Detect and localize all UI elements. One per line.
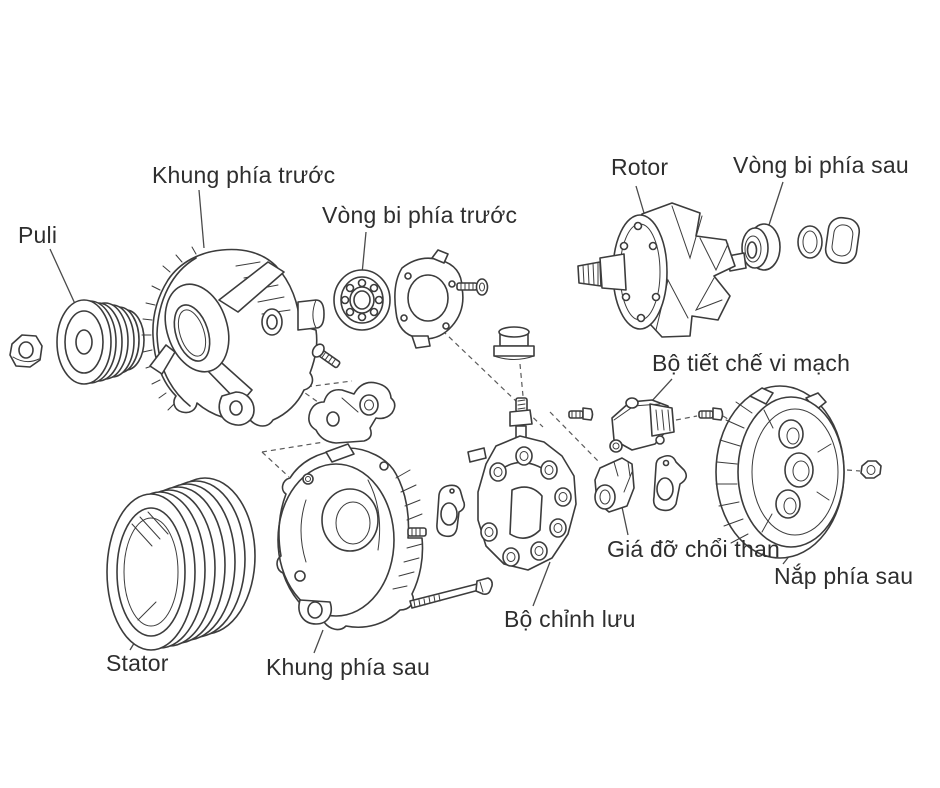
rear-bearing-drawing [741, 223, 781, 271]
label-front-frame: Khung phía trước [152, 162, 336, 188]
label-regulator: Bộ tiết chế vi mạch [652, 350, 851, 376]
label-rear-frame: Khung phía sau [266, 654, 430, 680]
brush-gasket-drawing [652, 454, 688, 512]
front-bearing-drawing [333, 269, 391, 331]
leader-rear-bearing [767, 181, 784, 229]
rotor-drawing [577, 202, 747, 338]
leader-brush-holder [621, 506, 629, 536]
rear-cover-drawing [715, 385, 845, 559]
regulator-drawing [609, 397, 675, 453]
stator-drawing [106, 477, 256, 651]
pulley-nut-drawing [9, 334, 43, 368]
rear-ring-drawing [797, 225, 823, 259]
label-brush-holder: Giá đỡ chổi than [607, 536, 780, 562]
bracket-screw-drawing [311, 343, 341, 369]
label-front-bearing: Vòng bi phía trước [322, 202, 518, 228]
front-frame-drawing [141, 246, 325, 427]
regulator-screw-right-drawing [698, 407, 724, 421]
label-rear-cover: Nắp phía sau [774, 563, 914, 589]
end-cap-drawing [824, 216, 861, 264]
brush-holder-drawing [594, 457, 635, 513]
regulator-screw-left-drawing [568, 407, 594, 421]
rectifier-gasket-drawing [436, 484, 466, 538]
through-bolt-drawing [409, 577, 493, 609]
label-rectifier: Bộ chỉnh lưu [504, 606, 636, 632]
rectifier-drawing [467, 397, 577, 571]
label-rotor: Rotor [611, 154, 669, 180]
pulley-drawing [56, 299, 145, 385]
leader-front-bearing [361, 231, 367, 275]
bearing-retainer-drawing [394, 249, 464, 349]
front-screw-drawing [456, 278, 489, 296]
label-stator: Stator [106, 650, 169, 676]
adjust-bracket-drawing [308, 381, 396, 444]
label-puli: Puli [18, 222, 58, 248]
rear-frame-drawing [276, 443, 427, 631]
leader-rectifier [532, 561, 551, 607]
cover-nut-drawing [860, 460, 882, 479]
terminal-insulator-drawing [493, 326, 535, 360]
leader-puli [49, 248, 77, 307]
label-rear-bearing: Vòng bi phía sau [733, 152, 909, 178]
leader-rear-frame [313, 629, 324, 654]
leader-front-frame [198, 189, 205, 249]
